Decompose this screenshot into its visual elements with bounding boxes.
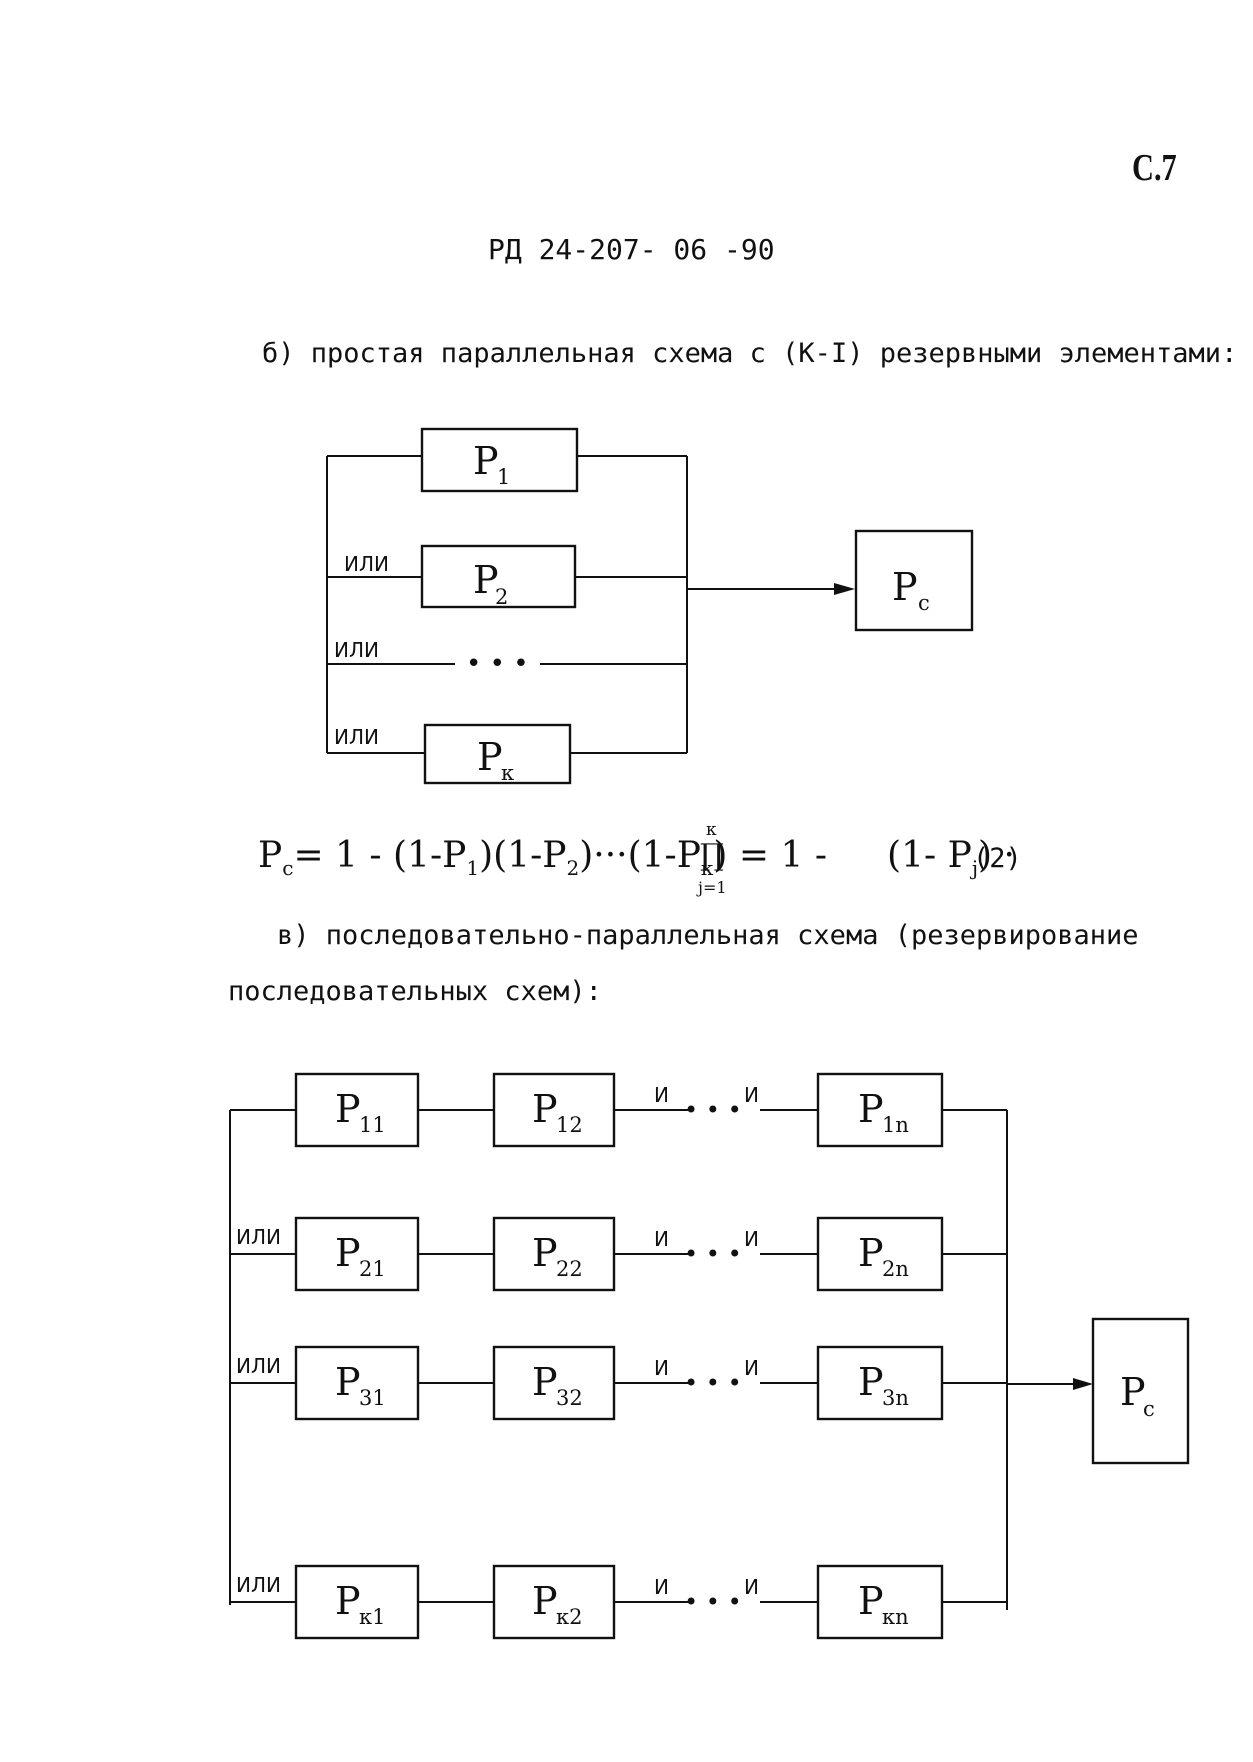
sp-output-pc-letter: Р <box>1120 1370 1146 1414</box>
sp-element-letter: Р <box>858 1087 884 1131</box>
sp-element-sub: 12 <box>556 1113 583 1137</box>
sp-ellipsis: • • • <box>684 1240 742 1268</box>
sp-element-sub: 11 <box>359 1113 386 1137</box>
sp-element-letter: Р <box>858 1360 884 1404</box>
sp-or-label: ИЛИ <box>236 1225 281 1249</box>
sp-and-label: И <box>744 1083 759 1107</box>
element-p1-sub: 1 <box>497 465 510 489</box>
product-upper-limit: к <box>706 820 717 840</box>
page-number: С.7 <box>1132 147 1177 189</box>
element-p2-sub: 2 <box>495 585 508 609</box>
or-label-row4: ИЛИ <box>334 725 379 749</box>
element-pk-sub: к <box>501 761 514 785</box>
sp-element-letter: Р <box>532 1579 558 1623</box>
product-symbol: ∏ <box>700 838 724 873</box>
sp-element-sub: к2 <box>556 1605 583 1629</box>
sp-ellipsis: • • • <box>684 1096 742 1124</box>
sp-and-label: И <box>744 1227 759 1251</box>
output-pc-letter: Р <box>892 565 918 609</box>
product-lower-limit: j=1 <box>698 878 727 897</box>
sp-output-pc-box <box>1091 1317 1190 1465</box>
or-label-row2: ИЛИ <box>344 552 389 576</box>
element-p1-box <box>420 427 579 493</box>
sp-and-label: И <box>744 1356 759 1380</box>
section-c-heading-line2: последовательных схем): <box>228 976 602 1007</box>
element-p2-letter: Р <box>473 558 499 602</box>
sp-ellipsis: • • • <box>684 1588 742 1616</box>
sp-element-letter: Р <box>335 1231 361 1275</box>
sp-element-sub: кn <box>882 1605 909 1629</box>
sp-or-label: ИЛИ <box>236 1573 281 1597</box>
sp-element-sub: к1 <box>359 1605 386 1629</box>
formula-2: Рс= 1 - (1-Р1)(1-Р2)···(1-Рк) = 1 -(1- Р… <box>258 835 1015 881</box>
sp-element-letter: Р <box>858 1231 884 1275</box>
sp-element-sub: 2n <box>882 1257 909 1281</box>
sp-and-label: И <box>744 1575 759 1599</box>
sp-output-pc-sub: с <box>1143 1397 1155 1421</box>
sp-element-letter: Р <box>858 1579 884 1623</box>
sp-and-label: И <box>654 1227 669 1251</box>
parallel-scheme: Р 1 ИЛИ Р 2 ИЛИ • • • ИЛИ Р к Р с <box>326 427 974 785</box>
sp-element-sub: 22 <box>556 1257 583 1281</box>
sp-element-sub: 3n <box>882 1386 909 1410</box>
sp-and-label: И <box>654 1575 669 1599</box>
element-pk-letter: Р <box>477 735 503 779</box>
output-pc-sub: с <box>918 591 930 615</box>
equation-number: (2) <box>973 843 1022 874</box>
sp-ellipsis: • • • <box>684 1369 742 1397</box>
sp-element-sub: 31 <box>359 1386 386 1410</box>
sp-element-letter: Р <box>532 1360 558 1404</box>
sp-element-letter: Р <box>532 1231 558 1275</box>
sp-element-letter: Р <box>335 1087 361 1131</box>
sp-element-letter: Р <box>335 1579 361 1623</box>
sp-or-label: ИЛИ <box>236 1354 281 1378</box>
sp-element-sub: 32 <box>556 1386 583 1410</box>
sp-element-sub: 21 <box>359 1257 386 1281</box>
or-label-row3: ИЛИ <box>334 638 379 662</box>
sp-and-label: И <box>654 1356 669 1380</box>
element-p1-letter: Р <box>473 439 499 483</box>
output-pc-box <box>854 529 974 632</box>
section-b-heading: б) простая параллельная схема с (К-I) ре… <box>262 338 1238 369</box>
sp-element-letter: Р <box>532 1087 558 1131</box>
document-id: РД 24-207- 06 -90 <box>488 233 775 266</box>
ellipsis: • • • <box>466 649 529 679</box>
section-c-heading-line1: в) последовательно-параллельная схема (р… <box>277 920 1139 951</box>
sp-element-sub: 1n <box>882 1113 909 1137</box>
sp-and-label: И <box>654 1083 669 1107</box>
sp-element-letter: Р <box>335 1360 361 1404</box>
